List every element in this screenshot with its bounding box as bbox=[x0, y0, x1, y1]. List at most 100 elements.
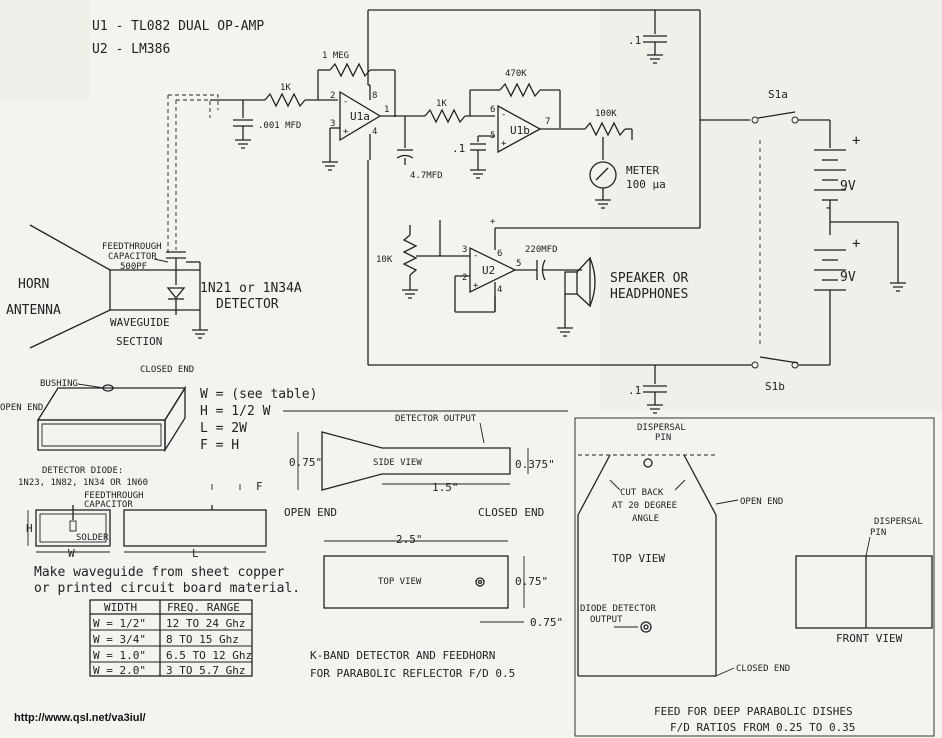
u1a-plus: + bbox=[343, 127, 349, 137]
circuit-schematic: 1K .001 MFD 1 MEG U1a 2 3 8 1 4 - + bbox=[167, 9, 906, 414]
batt1-minus: - bbox=[824, 200, 832, 216]
u2-plus: + bbox=[473, 281, 479, 291]
solder-label: SOLDER bbox=[76, 533, 109, 543]
dim-075c-label: 0.75" bbox=[530, 616, 563, 629]
waveguide-label: WAVEGUIDE bbox=[110, 316, 170, 329]
w-label: W bbox=[68, 547, 75, 560]
make-note-2: or printed circuit board material. bbox=[34, 581, 300, 596]
dim-w-label: W = (see table) bbox=[200, 387, 317, 402]
table-header-freq: FREQ. RANGE bbox=[167, 601, 240, 614]
r-1meg-label: 1 MEG bbox=[322, 51, 349, 61]
dispersal-pin-label: DISPERSAL bbox=[637, 423, 686, 433]
horn-antenna-section: FEEDTHROUGH CAPACITOR 500PF HORN ANTENNA… bbox=[6, 224, 302, 349]
u1b-plus: + bbox=[501, 139, 507, 149]
table-cell: 8 TO 15 Ghz bbox=[166, 633, 239, 646]
background-bleed-through bbox=[0, 0, 942, 410]
angle-label: ANGLE bbox=[632, 514, 659, 524]
speaker-cone bbox=[576, 256, 591, 308]
f-label: F bbox=[256, 480, 263, 493]
make-note-1: Make waveguide from sheet copper bbox=[34, 565, 285, 580]
feedthrough-label: FEEDTHROUGH bbox=[102, 242, 162, 252]
meter-label: METER bbox=[626, 164, 659, 177]
source-url: http://www.qsl.net/va3iul/ bbox=[14, 712, 146, 724]
deep-dish-feed-drawing: DISPERSAL PIN CUT BACK AT 20 DEGREE ANGL… bbox=[574, 417, 935, 737]
u2-pin3: 3 bbox=[462, 245, 467, 255]
c-220-label: 220MFD bbox=[525, 245, 558, 255]
side-view-label: SIDE VIEW bbox=[373, 458, 422, 468]
legend-u1: U1 - TL082 DUAL OP-AMP bbox=[92, 19, 264, 34]
table-cell: 12 TO 24 Ghz bbox=[166, 617, 245, 630]
batt2-label: 9V bbox=[840, 270, 856, 285]
c-01c-label: .1 bbox=[628, 384, 641, 397]
feedthrough-label-2: CAPACITOR bbox=[108, 252, 157, 262]
waveguide-construction: BUSHING CLOSED END OPEN END W = (see tab… bbox=[0, 365, 317, 677]
deep-caption-2: F/D RATIOS FROM 0.25 TO 0.35 bbox=[670, 721, 855, 734]
deep-feed-frame bbox=[574, 417, 935, 737]
wg-feedthrough-label: FEEDTHROUGH bbox=[84, 491, 144, 501]
c-01a-label: .1 bbox=[628, 34, 641, 47]
deep-caption-1: FEED FOR DEEP PARABOLIC DISHES bbox=[654, 705, 853, 718]
dim-075-label: 0.75" bbox=[289, 456, 322, 469]
c-001-label: .001 MFD bbox=[258, 121, 301, 131]
fh-top-view-label: TOP VIEW bbox=[378, 577, 422, 587]
opamp-u1a bbox=[339, 90, 382, 142]
legend-u2: U2 - LM386 bbox=[92, 42, 170, 57]
resistor-1k-a bbox=[264, 92, 306, 108]
pin-2-label: PIN bbox=[870, 528, 886, 538]
width-freq-table: WIDTH FREQ. RANGE W = 1/2" 12 TO 24 Ghz … bbox=[89, 599, 253, 677]
dim-25-label: 2.5" bbox=[396, 533, 423, 546]
u2-pin5: 5 bbox=[516, 259, 521, 269]
fh-top-view-rect bbox=[323, 555, 509, 609]
u1a-pin2: 2 bbox=[330, 91, 335, 101]
deep-open-end-label: OPEN END bbox=[740, 497, 783, 507]
s1a-label: S1a bbox=[768, 88, 788, 101]
r-10k-label: 10K bbox=[376, 255, 393, 265]
s1b-label: S1b bbox=[765, 380, 785, 393]
table-header-width: WIDTH bbox=[104, 601, 137, 614]
horn-label: HORN bbox=[18, 277, 49, 292]
deep-top-view-label: TOP VIEW bbox=[612, 552, 665, 565]
table-cell: W = 1/2" bbox=[93, 617, 146, 630]
diode-output-label-1: DIODE DETECTOR bbox=[580, 604, 656, 614]
u1a-minus: - bbox=[343, 97, 348, 107]
u1a-label: U1a bbox=[350, 110, 370, 123]
dim-f-label: F = H bbox=[200, 438, 239, 453]
detector-diode-label: DETECTOR DIODE: bbox=[42, 466, 123, 476]
wg-capacitor-label: CAPACITOR bbox=[84, 500, 133, 510]
c-01b-label: .1 bbox=[452, 142, 465, 155]
u1b-label: U1b bbox=[510, 124, 530, 137]
r-1k-a-label: 1K bbox=[280, 83, 291, 93]
table-cell: W = 3/4" bbox=[93, 633, 146, 646]
u1b-pin6: 6 bbox=[490, 105, 495, 115]
u1b-pin5: 5 bbox=[490, 131, 495, 141]
c-47-label: 4.7MFD bbox=[410, 171, 443, 181]
u2-plus-rail: + bbox=[490, 217, 496, 227]
u2-pin4: 4 bbox=[497, 285, 502, 295]
r-100k-label: 100K bbox=[595, 109, 617, 119]
fh-open-end-label: OPEN END bbox=[284, 506, 337, 519]
front-view-label: FRONT VIEW bbox=[836, 632, 903, 645]
speaker-label: SPEAKER OR bbox=[610, 271, 688, 286]
dispersal-pin-2-label: DISPERSAL bbox=[874, 517, 923, 527]
diode-label: 1N21 or 1N34A bbox=[200, 281, 302, 296]
dim-15-label: 1.5" bbox=[432, 481, 459, 494]
detector-label: DETECTOR bbox=[216, 297, 279, 312]
bushing-label: BUSHING bbox=[40, 379, 78, 389]
u1a-pin1: 1 bbox=[384, 105, 389, 115]
at-20-label: AT 20 DEGREE bbox=[612, 501, 677, 511]
u2-minus: - bbox=[473, 251, 478, 261]
diode-list-label: 1N23, 1N82, 1N34 OR 1N60 bbox=[18, 478, 148, 488]
dim-075b-label: 0.75" bbox=[515, 575, 548, 588]
diode-output-label-2: OUTPUT bbox=[590, 615, 623, 625]
u1a-pin3: 3 bbox=[330, 119, 335, 129]
u1b-minus: - bbox=[501, 110, 506, 120]
opamp-u1b bbox=[497, 104, 542, 154]
feedhorn-caption-2: FOR PARABOLIC REFLECTOR F/D 0.5 bbox=[310, 667, 515, 680]
batt1-plus: + bbox=[852, 133, 860, 149]
dim-0375-label: 0.375" bbox=[515, 458, 555, 471]
feedhorn-caption-1: K-BAND DETECTOR AND FEEDHORN bbox=[310, 649, 495, 662]
pin-label: PIN bbox=[655, 433, 671, 443]
u2-pin6: 6 bbox=[497, 249, 502, 259]
